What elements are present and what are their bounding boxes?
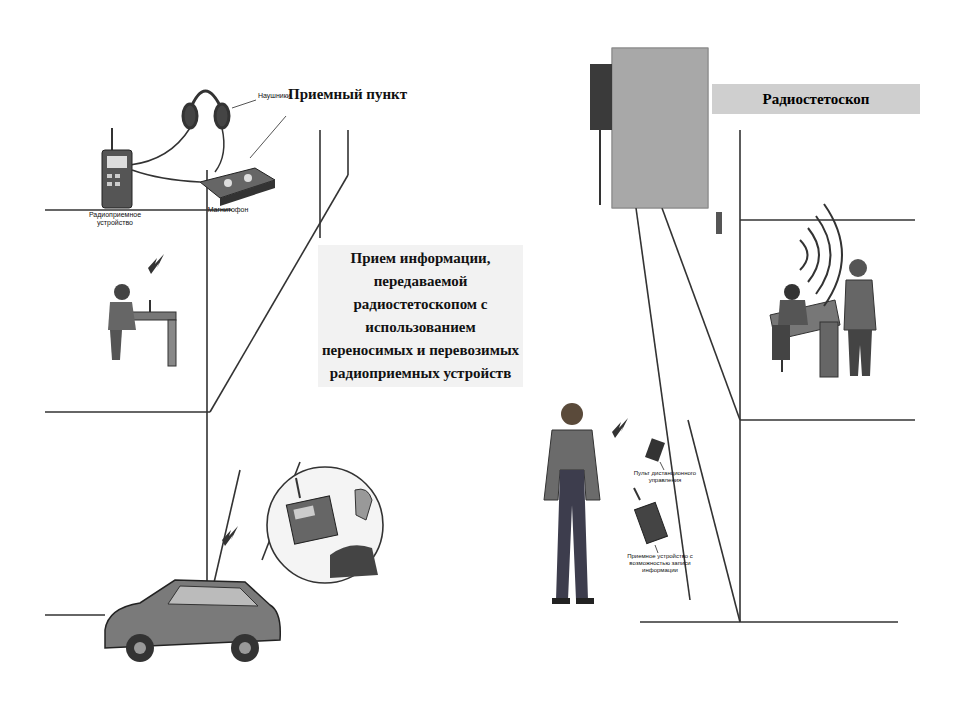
part-label: Пульт дистанционного управления <box>630 470 700 484</box>
leader-line <box>250 116 286 158</box>
walking-man <box>544 403 600 604</box>
recording-receiver <box>634 488 667 544</box>
headphones <box>130 91 229 172</box>
radio-waves <box>800 204 842 306</box>
car <box>105 580 280 662</box>
label-box: Радиостетоскоп <box>712 84 920 114</box>
signal-bolt <box>612 418 628 438</box>
caption-text: Прием информации, передаваемой радиостет… <box>318 245 523 387</box>
part-label: Наушники <box>258 92 308 100</box>
signal-bolt <box>148 254 164 274</box>
wall-panel <box>590 48 722 234</box>
section-heading: Приемный пункт <box>288 86 463 103</box>
part-label: Приемное устройство с возможностью запис… <box>618 553 702 574</box>
tape-recorder <box>200 168 275 206</box>
part-label: Магнитофон <box>198 206 258 214</box>
box-title: Радиостетоскоп <box>712 89 920 109</box>
remote-control <box>645 438 665 462</box>
leader-line <box>655 545 658 553</box>
signal-bolt <box>222 526 238 546</box>
leader-line <box>660 462 664 470</box>
inset-circle <box>267 467 383 583</box>
radio-receiver <box>102 128 200 208</box>
building-lines <box>45 130 348 615</box>
operator <box>108 284 176 366</box>
part-label: Радиоприемное устройство <box>84 211 146 227</box>
leader-line <box>232 100 256 108</box>
office-scene <box>770 259 876 377</box>
